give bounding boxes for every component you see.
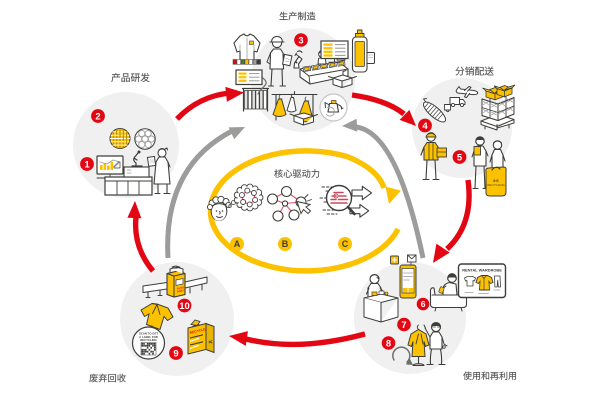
svg-text:5:E: 5:E	[493, 179, 499, 183]
svg-text:RECYCLING: RECYCLING	[140, 338, 156, 342]
svg-text:A: A	[234, 239, 241, 249]
svg-text:8: 8	[386, 337, 391, 348]
svg-text:3: 3	[298, 34, 303, 45]
svg-text:A LABEL FOR: A LABEL FOR	[139, 335, 158, 339]
svg-text:SCAN TO GET: SCAN TO GET	[139, 332, 158, 336]
svg-text:7: 7	[401, 319, 406, 330]
svg-text:5: 5	[457, 152, 463, 163]
svg-text:B: B	[282, 239, 289, 249]
svg-text:SORT: SORT	[176, 288, 184, 293]
svg-text:9: 9	[173, 348, 178, 359]
svg-text:4: 4	[422, 121, 428, 132]
svg-text:C: C	[342, 239, 349, 249]
svg-text:6: 6	[421, 299, 426, 309]
svg-text:1: 1	[84, 159, 90, 170]
svg-text:10: 10	[179, 301, 190, 312]
svg-text:AUTO: AUTO	[176, 285, 184, 290]
svg-text:2: 2	[95, 111, 100, 122]
svg-text:RECYCLING: RECYCLING	[487, 183, 505, 187]
svg-text:RENTAL WARDROBE: RENTAL WARDROBE	[462, 268, 502, 273]
svg-text:RECYCLE: RECYCLE	[189, 327, 206, 335]
